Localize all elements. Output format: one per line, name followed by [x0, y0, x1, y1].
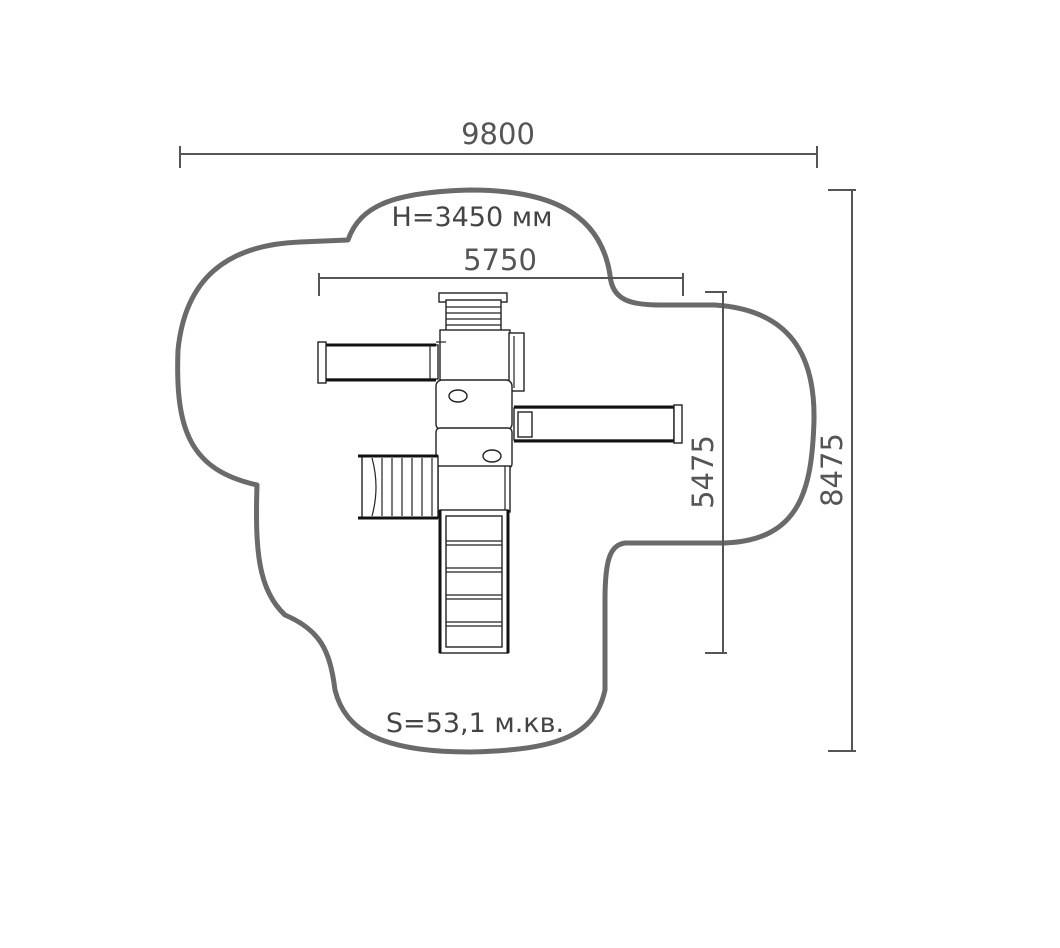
- area-label: S=53,1 м.кв.: [386, 708, 564, 739]
- lower-tower-deck: [437, 465, 511, 513]
- overall-depth-label: 8475: [815, 433, 849, 507]
- overall-width-label: 9800: [461, 117, 535, 151]
- tower-side-panel: [508, 332, 525, 392]
- left-slide: [317, 341, 439, 384]
- roof-decor-icon: [482, 449, 502, 463]
- upper-tower-deck: [439, 329, 511, 383]
- equipment-width-label: 5750: [463, 243, 537, 277]
- equipment-width-dimension: 5750: [318, 243, 684, 296]
- equipment-depth-dimension: 5475: [686, 291, 727, 654]
- safety-zone-outline: [175, 187, 817, 755]
- height-label: H=3450 мм: [392, 202, 553, 233]
- overall-depth-dimension: 8475: [815, 189, 856, 752]
- right-slide: [513, 404, 683, 444]
- equipment-depth-label: 5475: [686, 435, 720, 509]
- play-equipment: [317, 292, 683, 654]
- bottom-ladder: [438, 509, 510, 654]
- roof-decor-icon: [448, 389, 468, 403]
- tower-roof: [435, 379, 513, 469]
- overall-width-dimension: 9800: [179, 117, 818, 168]
- left-stairs: [358, 454, 439, 520]
